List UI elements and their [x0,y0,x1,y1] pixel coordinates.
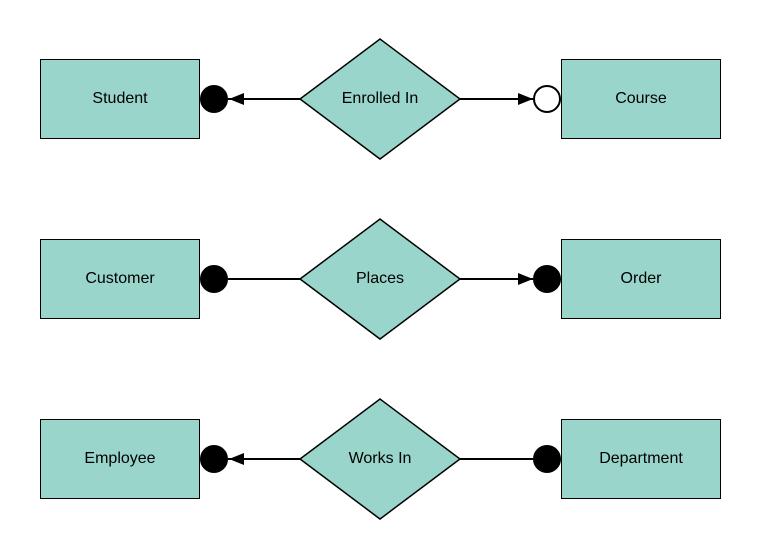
filled-circle-terminal [200,445,228,473]
left-arrowhead-icon [229,93,244,105]
entity-label: Department [599,450,683,467]
connector-line [228,98,300,100]
filled-circle-terminal [533,265,561,293]
er-row-customer-order: Customer Places Order [0,180,761,378]
entity-student: Student [40,59,200,139]
entity-label: Student [92,90,148,107]
entity-label: Employee [84,450,156,467]
open-circle-terminal [533,85,561,113]
entity-customer: Customer [40,239,200,319]
entity-order: Order [561,239,721,319]
left-arrowhead-icon [229,453,244,465]
right-arrowhead-icon [518,273,533,285]
er-row-student-course: Student Enrolled In Course [0,0,761,198]
right-arrowhead-icon [518,93,533,105]
connector-line [460,278,533,280]
filled-circle-terminal [200,265,228,293]
relationship-diamond [298,218,462,340]
entity-label: Order [620,270,662,287]
er-row-employee-department: Employee Works In Department [0,360,761,558]
entity-employee: Employee [40,419,200,499]
entity-course: Course [561,59,721,139]
entity-label: Customer [85,270,155,287]
connector-line [460,98,533,100]
entity-label: Course [615,90,667,107]
connector-line [460,458,533,460]
relationship-diamond [298,38,462,160]
entity-department: Department [561,419,721,499]
relationship-diamond [298,398,462,520]
filled-circle-terminal [533,445,561,473]
filled-circle-terminal [200,85,228,113]
connector-line [228,458,300,460]
connector-line [228,278,300,280]
